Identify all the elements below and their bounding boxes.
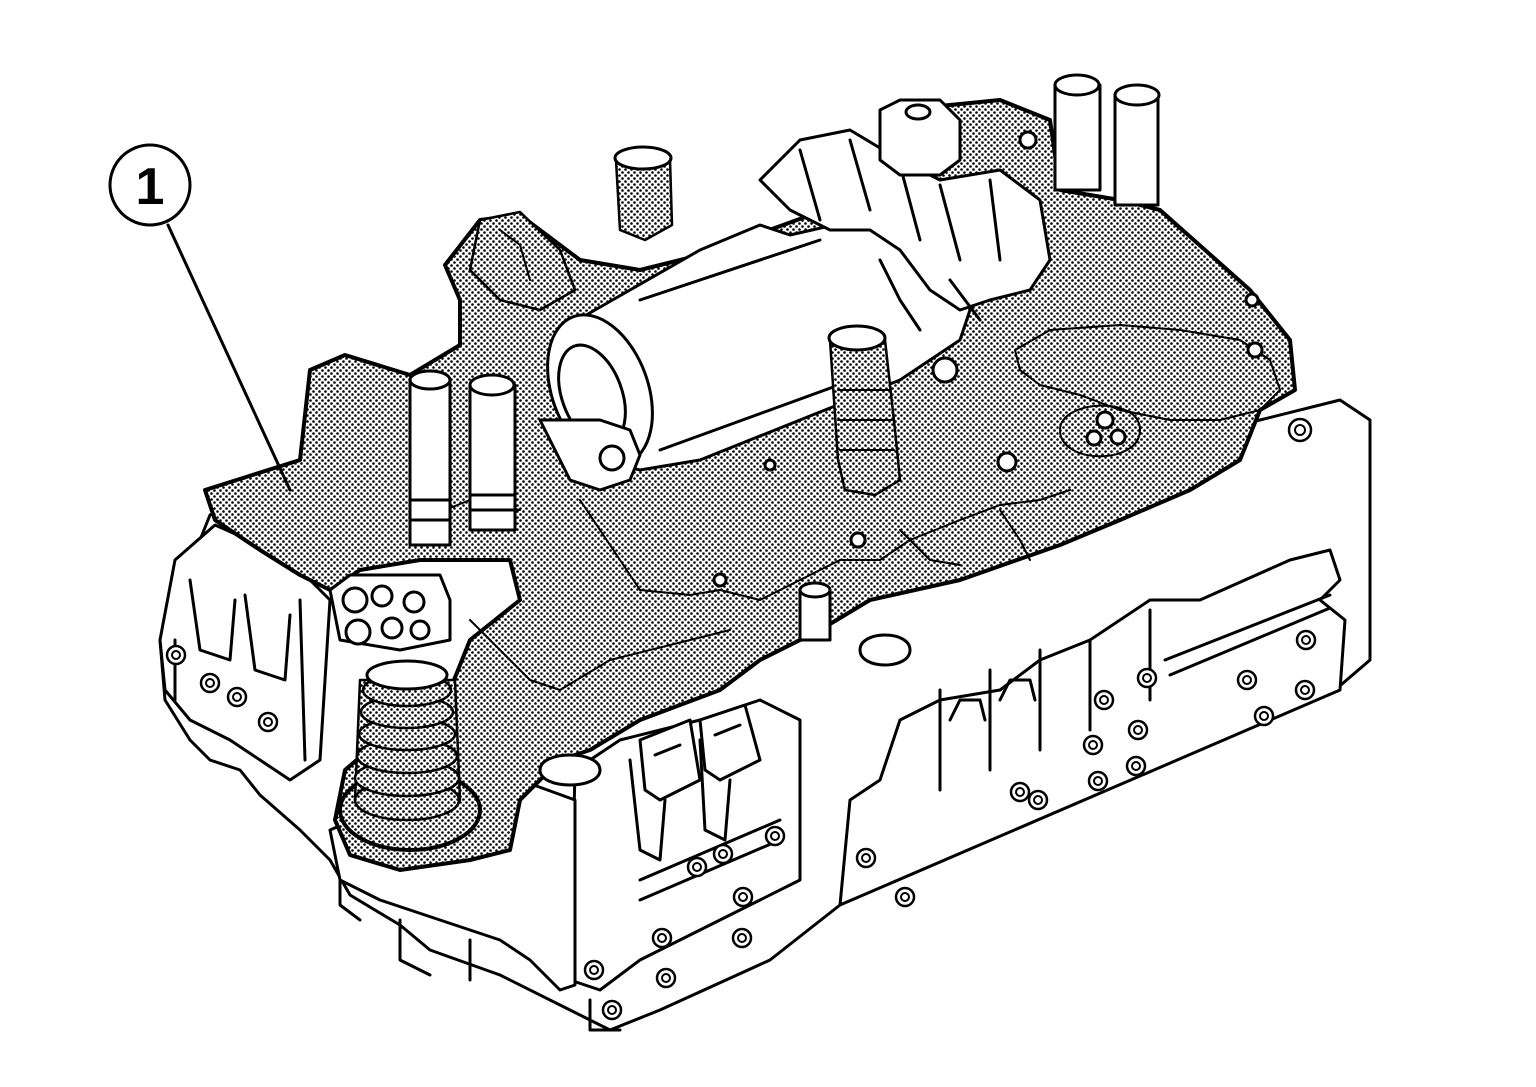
callout-label: 1 xyxy=(136,158,165,216)
port-holes xyxy=(328,573,912,787)
solenoid-motor xyxy=(468,128,1052,492)
accumulator-stack xyxy=(338,659,482,852)
callout-1: 1 xyxy=(108,143,292,492)
callout-circle xyxy=(108,143,192,227)
callout-leader-line xyxy=(166,223,292,492)
front-connectors xyxy=(638,703,762,802)
filter-posts xyxy=(408,73,1161,642)
housing-bolts xyxy=(165,417,1317,1021)
